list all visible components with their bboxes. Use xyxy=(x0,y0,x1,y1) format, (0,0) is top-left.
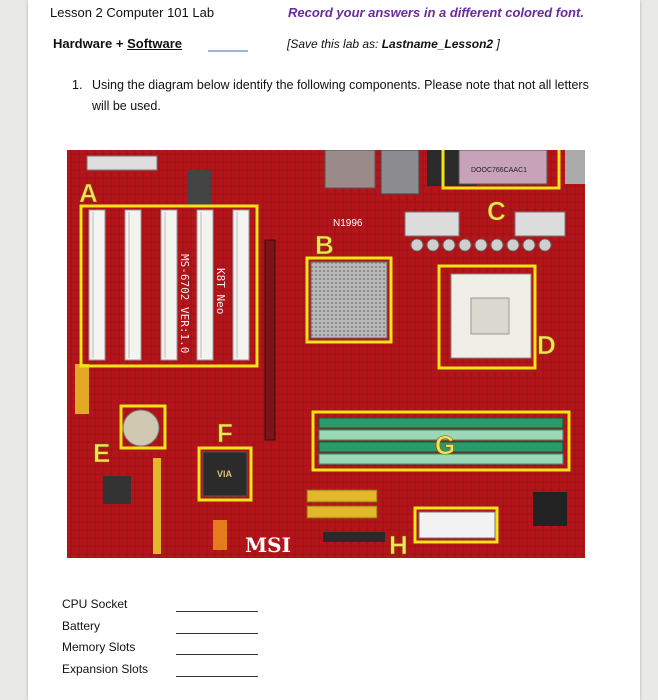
question-number: 1. xyxy=(72,78,83,92)
section-heading-part1: Hardware + xyxy=(53,36,128,51)
ide-connector-2 xyxy=(306,505,378,519)
capacitor-row xyxy=(410,238,552,252)
label-c: C xyxy=(487,196,506,226)
answer-label-battery: Battery xyxy=(62,619,101,633)
usb-header xyxy=(75,364,89,414)
floppy-connector xyxy=(323,532,385,542)
highlight-f xyxy=(197,446,253,502)
label-g: G xyxy=(435,430,455,460)
spellcheck-underline xyxy=(208,50,248,52)
vrm-heatsink-right xyxy=(514,211,566,237)
label-f: F xyxy=(217,418,233,448)
label-d: D xyxy=(537,330,556,360)
ide-connector-1 xyxy=(306,489,378,503)
bios-chip xyxy=(103,476,131,504)
lesson-title: Lesson 2 Computer 101 Lab xyxy=(50,5,215,20)
southbridge-chip xyxy=(202,451,248,497)
save-suffix: ] xyxy=(493,37,500,51)
highlight-e xyxy=(119,404,167,450)
io-port-audio xyxy=(324,150,376,189)
ide-connector-vertical xyxy=(153,458,161,554)
northbridge-heatsink xyxy=(310,261,388,339)
save-filename: Lastname_Lesson2 xyxy=(381,37,494,51)
highlight-c xyxy=(441,150,561,190)
chip-label-b: N1996 xyxy=(333,218,363,229)
answer-label-cpu-socket: CPU Socket xyxy=(62,597,128,611)
slot-model-text: MS-6702 VER:1.0 xyxy=(178,254,191,353)
highlight-b xyxy=(305,256,393,344)
agp-slot xyxy=(264,239,276,441)
vrm-heatsink-left xyxy=(404,211,460,237)
answer-label-expansion-slots: Expansion Slots xyxy=(62,662,149,676)
cpu-socket-center xyxy=(470,297,510,335)
southbridge-logo: VIA xyxy=(217,469,233,479)
answer-blank-battery[interactable] xyxy=(176,633,258,634)
section-heading: Hardware + Software xyxy=(53,36,182,51)
highlight-boxes xyxy=(79,150,571,544)
highlight-h xyxy=(413,506,499,544)
answer-label-memory-slots: Memory Slots xyxy=(62,640,136,654)
io-port-serial xyxy=(458,150,548,185)
io-port-edge xyxy=(565,150,585,184)
front-panel-header xyxy=(86,155,158,171)
save-note: [Save this lab as: Lastname_Lesson2 ] xyxy=(287,37,500,51)
slot-model-text-2: K8T Neo xyxy=(214,268,227,314)
label-a: A xyxy=(79,178,98,208)
highlight-d xyxy=(437,264,537,370)
highlight-g xyxy=(311,410,571,472)
label-e: E xyxy=(93,438,110,468)
save-prefix: [Save this lab as: xyxy=(287,37,382,51)
small-chip xyxy=(187,170,211,206)
motherboard-diagram: MS-6702 VER:1.0 K8T Neo N1996 VIA MSI xyxy=(67,150,585,558)
answer-blank-memory-slots[interactable] xyxy=(176,654,258,655)
highlight-a xyxy=(79,204,259,368)
question-text: Using the diagram below identify the fol… xyxy=(92,78,589,113)
serial-port-text: DOOC766CAAC1 xyxy=(471,167,527,174)
section-heading-part2: Software xyxy=(127,36,182,51)
question-1: 1. Using the diagram below identify the … xyxy=(72,75,592,117)
board-brand: MSI xyxy=(245,533,291,557)
cmos-battery xyxy=(122,409,160,447)
fan-header xyxy=(213,520,227,550)
io-controller-chip xyxy=(533,492,567,526)
memory-slots xyxy=(318,417,564,465)
label-h: H xyxy=(389,530,408,558)
answer-blank-expansion-slots[interactable] xyxy=(176,676,258,677)
label-b: B xyxy=(315,230,334,260)
answer-blank-cpu-socket[interactable] xyxy=(176,611,258,612)
instruction-text: Record your answers in a different color… xyxy=(288,5,584,20)
io-port-usb xyxy=(380,150,420,195)
pci-slots xyxy=(88,209,250,361)
atx-power-connector xyxy=(418,511,496,539)
